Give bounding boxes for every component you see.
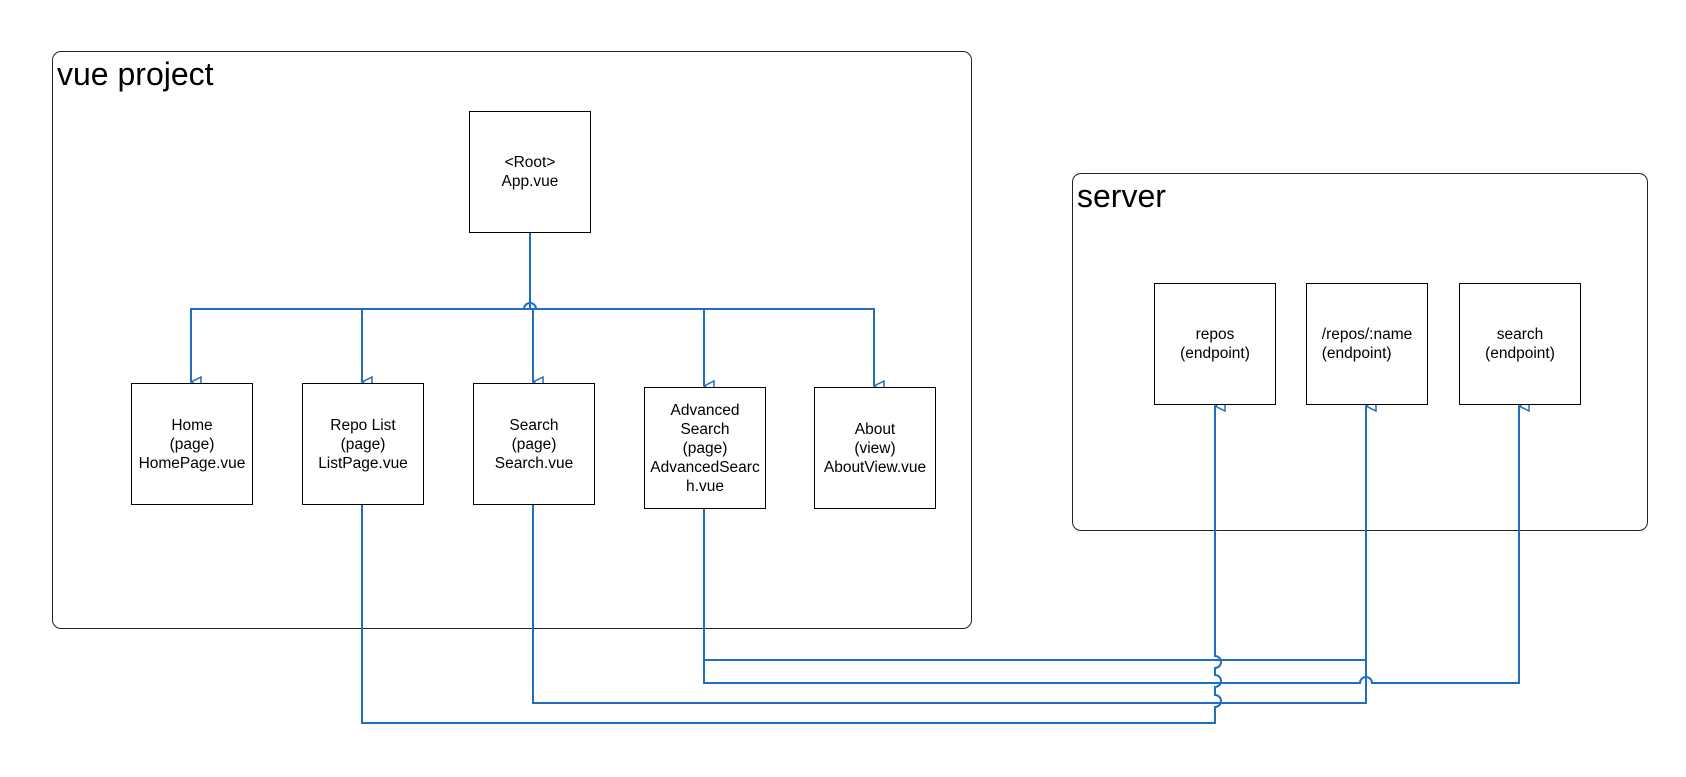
server-title: server (1077, 178, 1166, 214)
edge-search-reposname (532, 406, 1366, 704)
repo-list-page-label: Repo List (page) ListPage.vue (318, 416, 408, 472)
repo-list-page-node: Repo List (page) ListPage.vue (302, 383, 424, 505)
edge-advsearch-search (703, 406, 1519, 684)
edge-root-about (523, 302, 537, 310)
advanced-search-page-node: Advanced Search (page) AdvancedSearch.vu… (644, 387, 766, 509)
about-view-node: About (view) AboutView.vue (814, 387, 936, 509)
edge-root-repolist (361, 233, 531, 382)
vue-project-title: vue project (57, 56, 214, 92)
repos-endpoint-label: repos (endpoint) (1180, 326, 1250, 362)
root-app-label: <Root> App.vue (501, 154, 559, 190)
root-app-node: <Root> App.vue (469, 111, 591, 233)
vue-project-group: vue project (52, 51, 972, 629)
advanced-search-page-label: Advanced Search (page) AdvancedSearch.vu… (650, 401, 760, 495)
about-view-label: About (view) AboutView.vue (823, 420, 927, 476)
server-group: server (1072, 173, 1648, 531)
search-page-label: Search (page) Search.vue (494, 416, 574, 472)
repos-name-endpoint-label: /repos/:name (endpoint) (1321, 326, 1413, 362)
edge-root-home (190, 233, 531, 382)
search-page-node: Search (page) Search.vue (473, 383, 595, 505)
repos-name-endpoint-node: /repos/:name (endpoint) (1306, 283, 1428, 405)
repos-endpoint-node: repos (endpoint) (1154, 283, 1276, 405)
search-endpoint-node: search (endpoint) (1459, 283, 1581, 405)
edge-root-about-line (536, 308, 874, 386)
home-page-node: Home (page) HomePage.vue (131, 383, 253, 505)
search-endpoint-label: search (endpoint) (1485, 326, 1555, 362)
home-page-label: Home (page) HomePage.vue (138, 416, 246, 472)
